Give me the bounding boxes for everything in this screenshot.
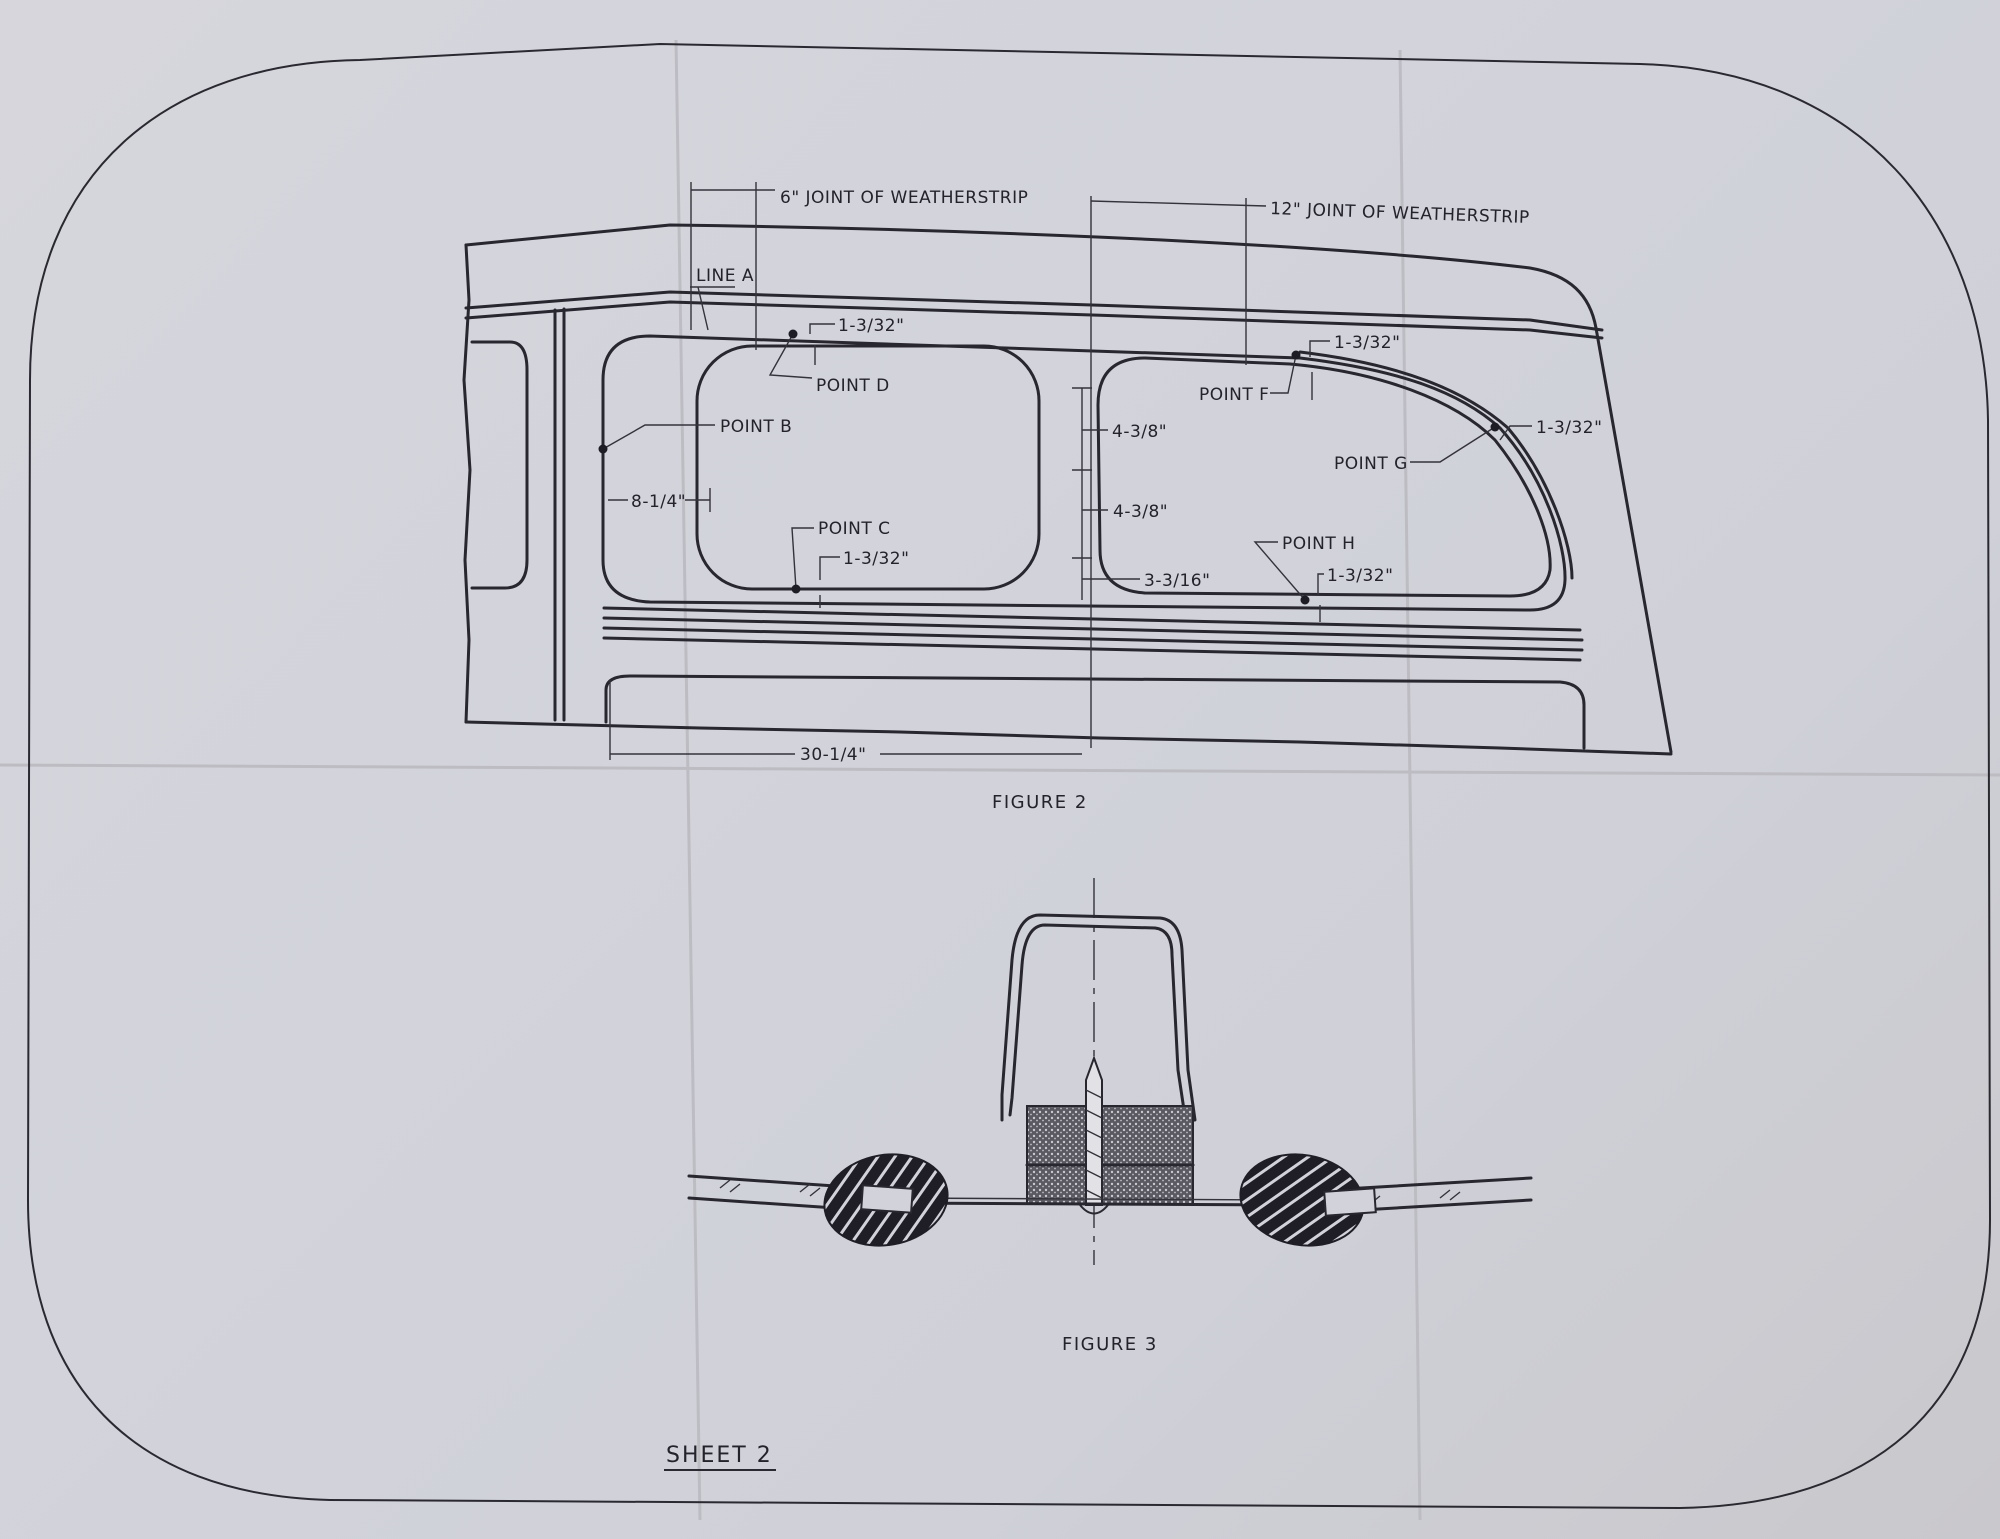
width-8-1-4-label: 8-1/4" (631, 492, 686, 512)
point-f-label: POINT F (1199, 385, 1269, 405)
sheet-label: SHEET 2 (666, 1443, 773, 1468)
point-b-marker (598, 444, 608, 454)
joint-6-label: 6" JOINT OF WEATHERSTRIP (780, 188, 1028, 208)
point-g-marker (1490, 422, 1500, 432)
channel-outer (1000, 913, 1197, 1122)
point-f-offset: 1-3/32" (1334, 333, 1400, 353)
figure-2-caption: FIGURE 2 (992, 792, 1088, 813)
point-d-offset: 1-3/32" (838, 316, 904, 336)
line-a-label: LINE A (696, 266, 754, 286)
point-g-offset: 1-3/32" (1536, 418, 1602, 438)
paper-folds (0, 39, 2000, 1521)
point-c-marker (791, 584, 801, 594)
drip-rail-upper (464, 290, 1604, 332)
point-c-offset: 1-3/32" (843, 549, 909, 569)
window-frame-outer (601, 334, 1567, 612)
window-2 (1096, 356, 1552, 598)
mounting-plate (891, 1201, 1292, 1207)
body-left-edge (462, 243, 472, 724)
rear-door-window (470, 340, 529, 590)
point-b-label: POINT B (720, 417, 792, 437)
point-h-label: POINT H (1282, 534, 1355, 554)
point-d-label: POINT D (816, 376, 890, 396)
point-h-marker (1300, 595, 1310, 605)
window-1 (695, 344, 1041, 591)
lower-4-3-8-label: 4-3/8" (1113, 502, 1168, 522)
figure-3: FIGURE 3 (687, 878, 1533, 1355)
lower-panel (604, 674, 1586, 750)
point-c-label: POINT C (818, 519, 891, 539)
body-bottom-edge (464, 720, 1673, 756)
joint-12-label: 12" JOINT OF WEATHERSTRIP (1270, 199, 1530, 228)
felt-block (1026, 1105, 1194, 1205)
channel-inner (1008, 923, 1186, 1117)
drip-rail-lower (464, 300, 1604, 340)
belt-molding (602, 606, 1584, 662)
body-right-edge (1594, 326, 1673, 754)
figure-2: 6" JOINT OF WEATHERSTRIP 12" JOINT OF WE… (462, 182, 1673, 813)
bottom-3-3-16-label: 3-3/16" (1144, 571, 1210, 591)
figure-3-caption: FIGURE 3 (1062, 1334, 1158, 1355)
upper-4-3-8-label: 4-3/8" (1112, 422, 1167, 442)
roof-line (464, 223, 1598, 330)
sheet-border (26, 42, 1992, 1510)
point-f-marker (1291, 350, 1301, 360)
point-g-label: POINT G (1334, 454, 1408, 474)
point-d-marker (788, 329, 798, 339)
dimension-lines (602, 182, 1532, 760)
point-h-offset: 1-3/32" (1327, 566, 1393, 586)
overall-30-1-4-label: 30-1/4" (800, 745, 866, 765)
